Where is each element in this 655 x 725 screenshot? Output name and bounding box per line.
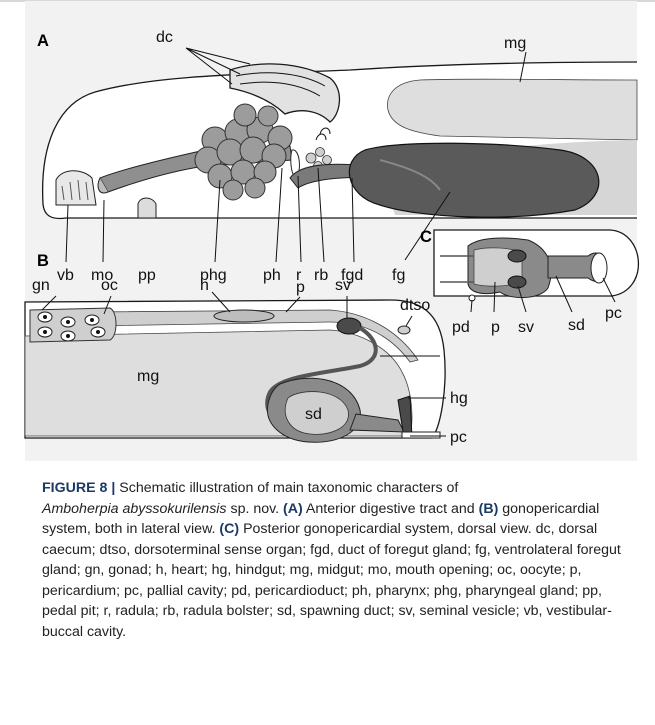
- label-mg-a: mg: [504, 35, 526, 52]
- label-gn: gn: [32, 277, 50, 294]
- label-fg: fg: [392, 267, 405, 284]
- figure-caption-box: FIGURE 8 | Schematic illustration of mai…: [25, 461, 637, 725]
- label-pc-b: pc: [450, 429, 467, 446]
- label-sd-b: sd: [305, 406, 322, 423]
- panel-b-dtso: [398, 326, 410, 334]
- label-oc: oc: [101, 277, 118, 294]
- panel-c: C pd p sv sd pc: [420, 222, 638, 336]
- figure-caption: FIGURE 8 | Schematic illustration of mai…: [42, 478, 625, 642]
- label-pd: pd: [452, 319, 470, 336]
- figure-label: FIGURE 8 |: [42, 480, 115, 496]
- label-p-c: p: [491, 319, 500, 336]
- label-sv-b: sv: [335, 277, 351, 294]
- panel-a-vestibular-cavity: [56, 171, 96, 205]
- panel-c-seminal-vesicle-1: [508, 250, 526, 262]
- label-dtso: dtso: [400, 297, 430, 314]
- caption-tag-a: (A): [283, 501, 303, 517]
- label-sd-c: sd: [568, 317, 585, 334]
- panel-label-b: B: [37, 252, 49, 270]
- panel-c-seminal-vesicle-2: [508, 276, 526, 288]
- label-pc-c: pc: [605, 305, 622, 322]
- label-vb: vb: [57, 267, 74, 284]
- panel-b-seminal-vesicle: [337, 318, 361, 334]
- caption-tag-b: (B): [479, 501, 499, 517]
- label-sv-c: sv: [518, 319, 534, 336]
- caption-text-c: Posterior gonopericardial system, dorsal…: [42, 521, 621, 640]
- label-rb: rb: [314, 267, 328, 284]
- panel-b-heart: [214, 310, 274, 322]
- caption-tag-c: (C): [219, 521, 239, 537]
- label-p-b: p: [296, 279, 305, 296]
- panel-c-pallial-cavity: [591, 253, 607, 283]
- panel-label-c: C: [420, 228, 432, 246]
- species-name: Amboherpia abyssokurilensis: [42, 501, 227, 517]
- caption-text-a: Anterior digestive tract and: [303, 501, 479, 517]
- label-mg-b: mg: [137, 368, 159, 385]
- label-hg: hg: [450, 390, 468, 407]
- panel-a-pedal-pit: [138, 198, 156, 218]
- figure-illustration: A dc mg vb mo pp phg ph r rb fgd fg C pd…: [0, 0, 655, 461]
- panel-label-a: A: [37, 32, 49, 50]
- label-ph: ph: [263, 267, 281, 284]
- label-h: h: [200, 277, 209, 294]
- caption-intro: Schematic illustration of main taxonomic…: [115, 480, 458, 496]
- panel-a-foregut-gland: [349, 143, 598, 217]
- label-pp: pp: [138, 267, 156, 284]
- caption-species-rest: sp. nov.: [227, 501, 284, 517]
- panel-b-pallial-cavity: [402, 432, 440, 438]
- panel-a-gut: [387, 79, 637, 140]
- label-dc: dc: [156, 29, 173, 46]
